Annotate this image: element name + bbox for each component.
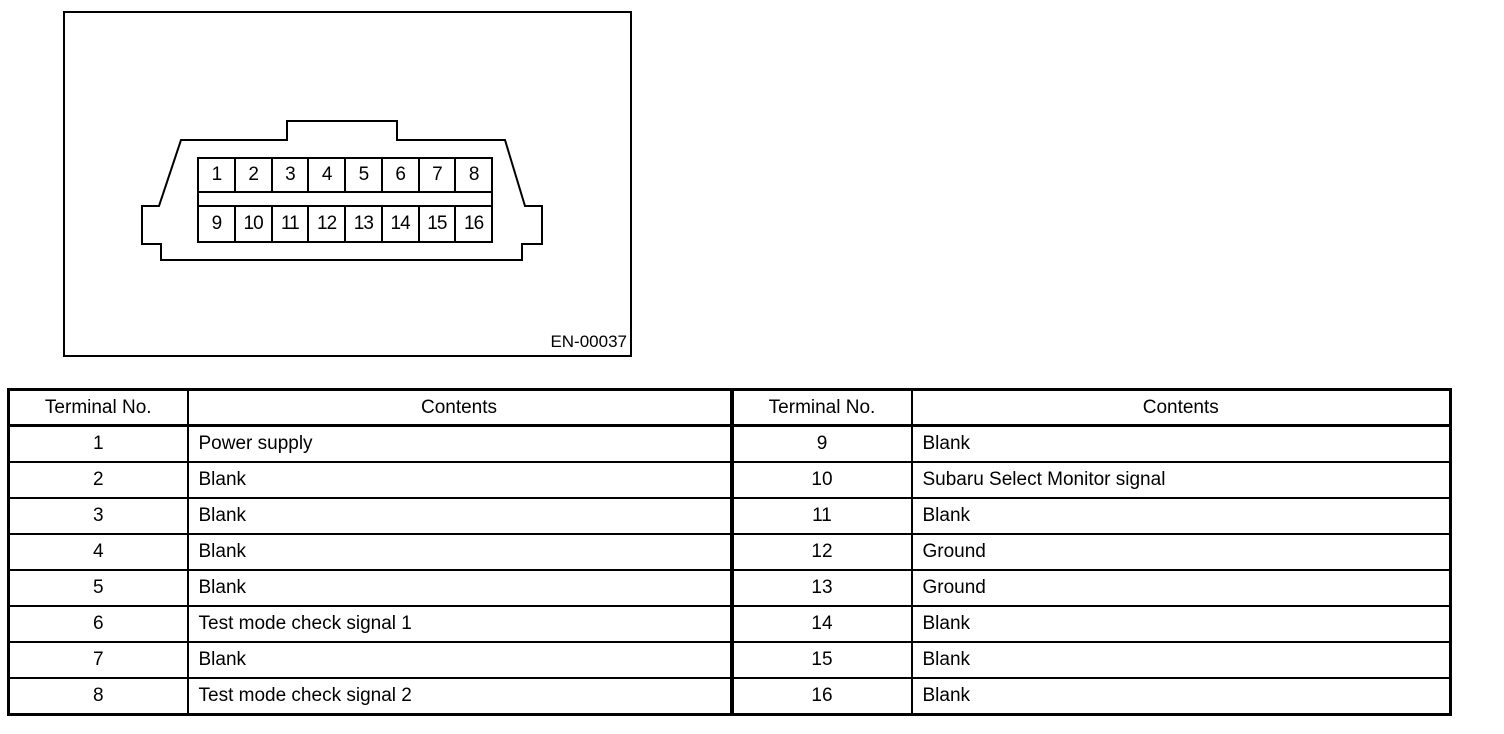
- contents-cell: Test mode check signal 2: [186, 677, 734, 716]
- contents-cell: Blank: [910, 497, 1452, 535]
- contents-cell: Subaru Select Monitor signal: [910, 461, 1452, 499]
- contents-cell: Blank: [186, 497, 734, 535]
- pin-cell: 2: [236, 159, 273, 191]
- pin-cell: 12: [309, 207, 346, 241]
- pin-row-separator: [199, 193, 491, 207]
- pin-cell: 1: [199, 159, 236, 191]
- contents-cell: Blank: [910, 424, 1452, 463]
- terminal-number-cell: 15: [730, 641, 913, 679]
- pin-cell: 11: [273, 207, 310, 241]
- pin-cell: 5: [346, 159, 383, 191]
- col-header-terminal-right: Terminal No.: [730, 388, 913, 427]
- col-header-terminal-left: Terminal No.: [7, 388, 189, 427]
- pin-cell: 4: [309, 159, 346, 191]
- terminal-number-cell: 8: [7, 677, 189, 716]
- terminal-number-cell: 16: [730, 677, 913, 716]
- contents-cell: Blank: [186, 641, 734, 679]
- pin-cell: 7: [420, 159, 457, 191]
- terminal-number-cell: 3: [7, 497, 189, 535]
- contents-cell: Power supply: [186, 424, 734, 463]
- terminal-number-cell: 14: [730, 605, 913, 643]
- terminal-number-cell: 7: [7, 641, 189, 679]
- pin-cell: 9: [199, 207, 236, 241]
- contents-cell: Test mode check signal 1: [186, 605, 734, 643]
- terminal-number-cell: 12: [730, 533, 913, 571]
- terminal-number-cell: 5: [7, 569, 189, 607]
- pin-cell: 16: [464, 213, 484, 234]
- terminal-number-cell: 9: [730, 424, 913, 463]
- terminal-number-cell: 6: [7, 605, 189, 643]
- col-header-contents-left: Contents: [186, 388, 734, 427]
- terminal-number-cell: 2: [7, 461, 189, 499]
- contents-cell: Blank: [910, 641, 1452, 679]
- terminal-number-cell: 4: [7, 533, 189, 571]
- terminal-number-cell: 11: [730, 497, 913, 535]
- table-header-row: Terminal No. Contents Terminal No. Conte…: [7, 388, 1452, 427]
- pin-cell: 8: [468, 164, 480, 185]
- terminal-number-cell: 10: [730, 461, 913, 499]
- contents-cell: Blank: [910, 605, 1452, 643]
- pin-cell: 14: [383, 207, 420, 241]
- contents-cell: Ground: [910, 569, 1452, 607]
- pin-cell: 15: [420, 207, 457, 241]
- figure-code-label: EN-00037: [550, 332, 627, 351]
- pin-cell: 13: [346, 207, 383, 241]
- contents-cell: Blank: [910, 677, 1452, 716]
- col-header-contents-right: Contents: [910, 388, 1452, 427]
- terminal-number-cell: 13: [730, 569, 913, 607]
- pin-cell: 6: [383, 159, 420, 191]
- contents-cell: Blank: [186, 533, 734, 571]
- terminal-table: Terminal No. Contents Terminal No. Conte…: [7, 388, 1452, 716]
- terminal-number-cell: 1: [7, 424, 189, 463]
- pin-cell: 10: [236, 207, 273, 241]
- contents-cell: Blank: [186, 461, 734, 499]
- contents-cell: Blank: [186, 569, 734, 607]
- contents-cell: Ground: [910, 533, 1452, 571]
- pin-cell: 3: [273, 159, 310, 191]
